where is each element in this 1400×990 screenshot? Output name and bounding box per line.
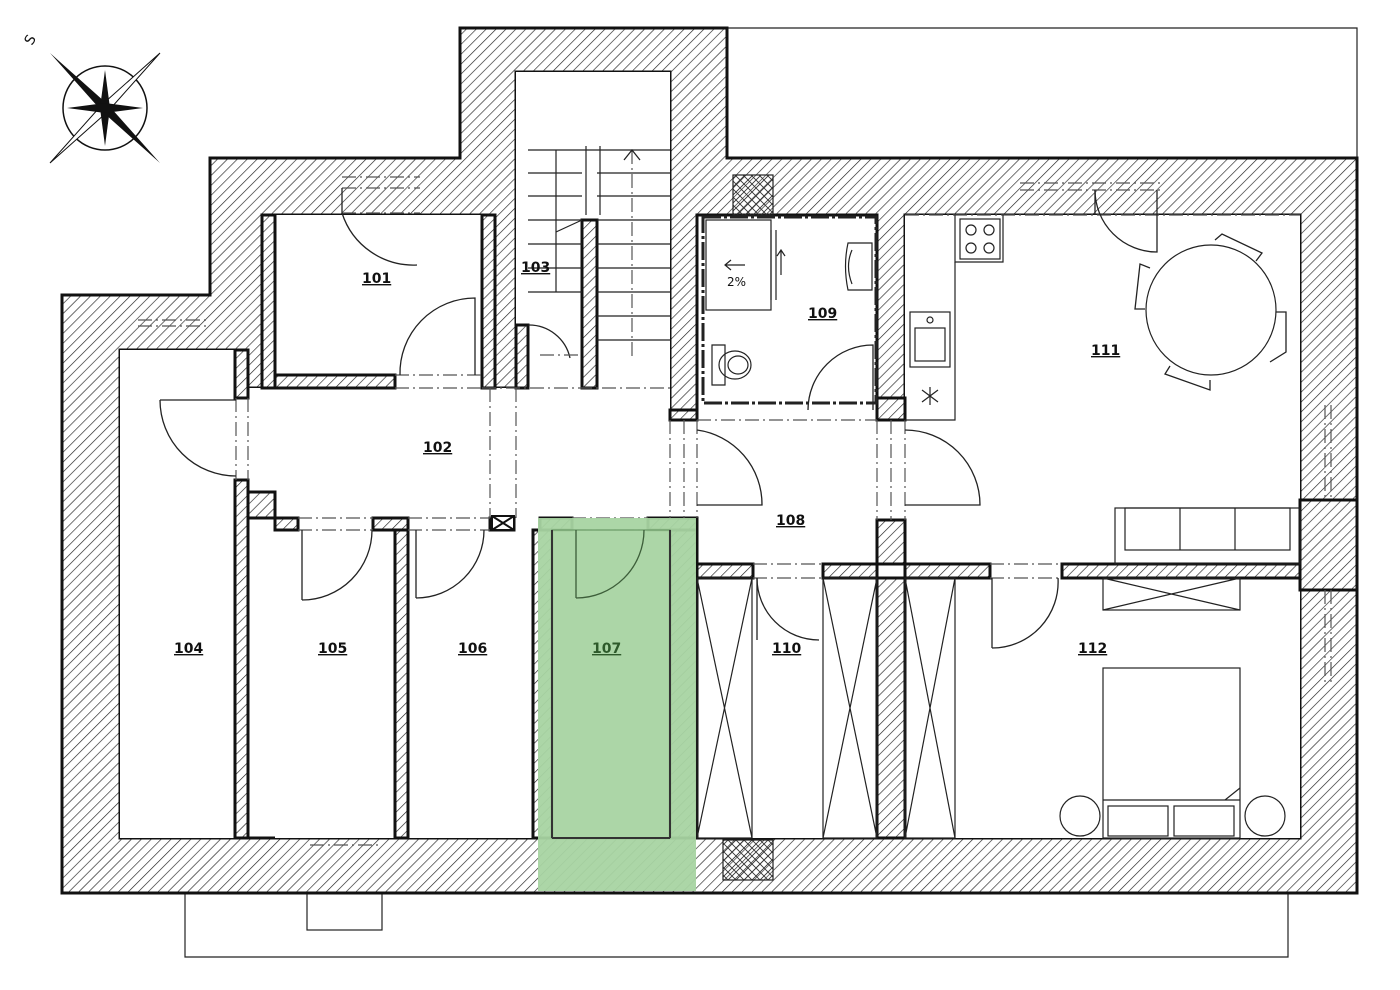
room-label-101[interactable]: 101 bbox=[362, 271, 391, 287]
room-label-109[interactable]: 109 bbox=[808, 306, 837, 322]
room-label-108[interactable]: 108 bbox=[776, 513, 805, 529]
bathroom-slope-label: 2% bbox=[727, 275, 746, 289]
room-label-107[interactable]: 107 bbox=[592, 641, 621, 657]
room-label-106[interactable]: 106 bbox=[458, 641, 487, 657]
room-labels: 101 102 103 104 105 106 107 108 109 110 … bbox=[174, 260, 1120, 657]
room-label-105[interactable]: 105 bbox=[318, 641, 347, 657]
bathroom-fixtures: 2% bbox=[705, 219, 873, 386]
room-label-103[interactable]: 103 bbox=[521, 260, 550, 276]
bedroom-fixtures bbox=[904, 577, 1286, 839]
compass-rose-icon: S bbox=[22, 32, 161, 164]
staircase bbox=[528, 146, 670, 358]
compass-letter: S bbox=[22, 32, 40, 48]
openings bbox=[138, 176, 1332, 846]
room-label-102[interactable]: 102 bbox=[423, 440, 452, 456]
room-107-highlight[interactable] bbox=[538, 518, 696, 891]
room-label-112[interactable]: 112 bbox=[1078, 641, 1107, 657]
room-label-110[interactable]: 110 bbox=[772, 641, 801, 657]
sofa bbox=[1114, 507, 1301, 565]
room-label-111[interactable]: 111 bbox=[1091, 343, 1120, 359]
vent-shafts bbox=[491, 174, 774, 881]
kitchen-fixtures bbox=[905, 215, 1004, 421]
room-label-104[interactable]: 104 bbox=[174, 641, 203, 657]
bathroom-outline bbox=[701, 215, 878, 405]
room-floors bbox=[120, 72, 1300, 838]
dining-table bbox=[1134, 233, 1287, 391]
wardrobes bbox=[696, 577, 878, 839]
